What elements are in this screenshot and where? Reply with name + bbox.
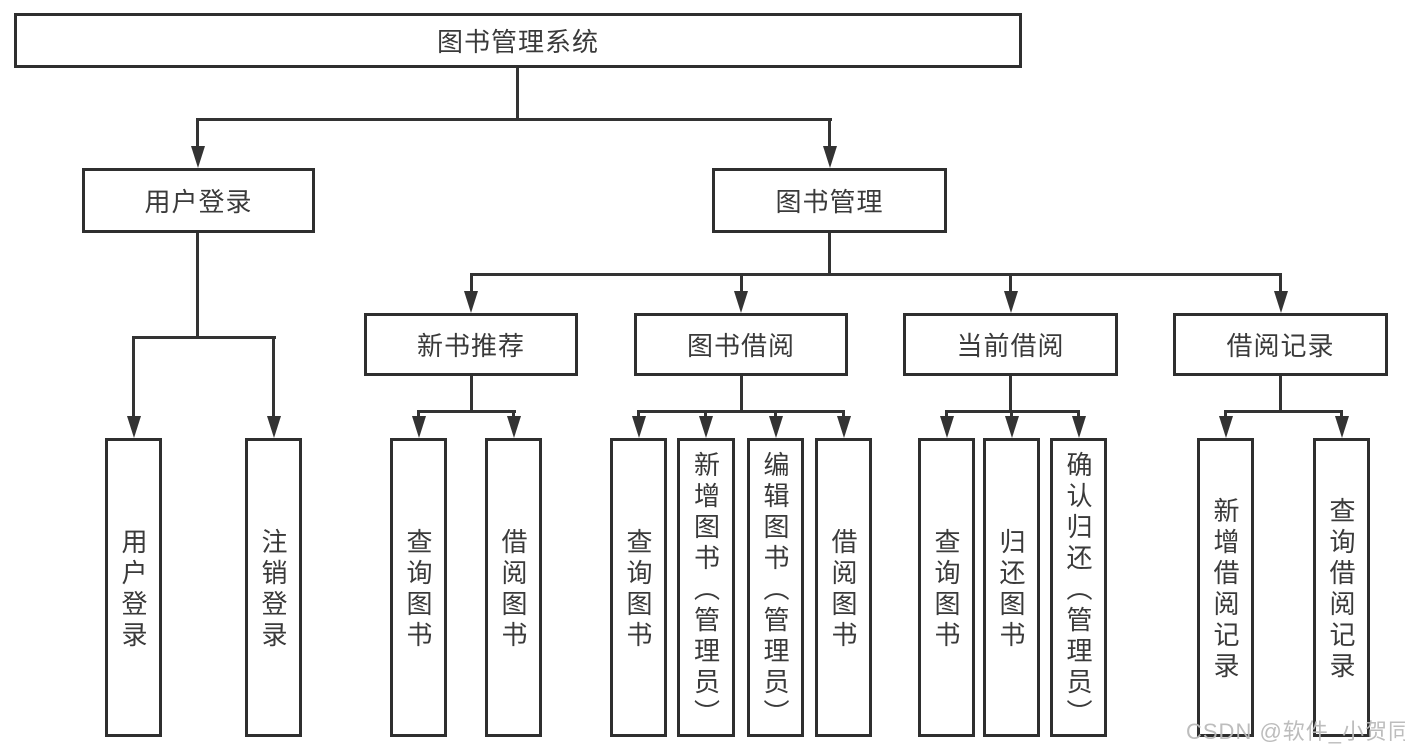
node-borrow-records-label: 借阅记录 [1226, 331, 1335, 361]
node-user-login-label: 用户登录 [144, 187, 253, 217]
connector-l2-split [470, 273, 1282, 276]
node-book-management-label: 图书管理 [775, 187, 884, 217]
connector-l1-split [196, 118, 832, 121]
arrowhead-leaf-return-books [1005, 416, 1019, 438]
node-current-borrow: 当前借阅 [903, 313, 1118, 376]
arrowhead-current-borrow [1004, 291, 1018, 313]
node-new-book-recommend: 新书推荐 [364, 313, 578, 376]
node-book-management: 图书管理 [712, 168, 947, 233]
leaf-query-borrow-record: 查询借阅记录 [1313, 438, 1370, 737]
arrowhead-leaf-logout [267, 416, 281, 438]
leaf-query-books-current-label: 查询图书 [931, 528, 961, 652]
leaf-user-login-label: 用户登录 [118, 528, 148, 652]
leaf-query-books-current: 查询图书 [918, 438, 975, 737]
connector-user-split [132, 336, 276, 339]
connector-user-stem [196, 233, 199, 336]
leaf-add-books-admin-label: 新增图书（管理员） [690, 450, 721, 730]
leaf-borrow-books-recommend-label: 借阅图书 [498, 528, 528, 652]
leaf-query-books-recommend: 查询图书 [390, 438, 447, 737]
connector-current-drop-1 [945, 410, 948, 416]
node-root-label: 图书管理系统 [436, 27, 599, 57]
connector-bookborrow-split [637, 410, 845, 413]
leaf-logout: 注销登录 [245, 438, 302, 737]
csdn-watermark: CSDN @软件_小贺同学 [1186, 719, 1405, 744]
connector-bookborrow-drop-4 [842, 410, 845, 416]
arrowhead-leaf-user-login [127, 416, 141, 438]
arrowhead-book-borrow [734, 291, 748, 313]
arrowhead-leaf-query-record [1335, 416, 1349, 438]
arrowhead-leaf-edit-books [769, 416, 783, 438]
leaf-borrow-books-recommend: 借阅图书 [485, 438, 542, 737]
connector-book-stem [828, 233, 831, 273]
leaf-borrow-books-label: 借阅图书 [828, 528, 858, 652]
connector-current-drop-3 [1077, 410, 1080, 416]
leaf-borrow-books: 借阅图书 [815, 438, 872, 737]
arrowhead-leaf-add-record [1219, 416, 1233, 438]
connector-user-drop-1 [132, 336, 135, 416]
connector-recommend-split [417, 410, 516, 413]
connector-l1-drop-left [196, 118, 199, 146]
arrowhead-leaf-borrow-books [837, 416, 851, 438]
node-new-book-recommend-label: 新书推荐 [416, 331, 525, 361]
connector-records-split [1224, 410, 1343, 413]
arrowhead-leaf-borrow-recommend [507, 416, 521, 438]
node-root: 图书管理系统 [14, 13, 1022, 68]
leaf-return-books-label: 归还图书 [996, 528, 1026, 652]
leaf-return-books: 归还图书 [983, 438, 1040, 737]
connector-l2-drop-4 [1279, 273, 1282, 291]
leaf-edit-books-admin-label: 编辑图书（管理员） [760, 450, 790, 730]
node-current-borrow-label: 当前借阅 [956, 331, 1065, 361]
connector-recommend-drop-1 [417, 410, 420, 416]
connector-records-stem [1279, 376, 1282, 410]
connector-l2-drop-1 [470, 273, 473, 291]
connector-records-drop-1 [1224, 410, 1227, 416]
connector-current-drop-2 [1010, 410, 1013, 416]
connector-l2-drop-3 [1009, 273, 1012, 291]
connector-records-drop-2 [1340, 410, 1343, 416]
arrowhead-leaf-query-current [940, 416, 954, 438]
arrowhead-leaf-add-books [699, 416, 713, 438]
leaf-query-borrow-record-label: 查询借阅记录 [1326, 497, 1356, 683]
leaf-logout-label: 注销登录 [258, 528, 288, 652]
connector-recommend-drop-2 [512, 410, 515, 416]
connector-root-stem [516, 68, 519, 118]
node-borrow-records: 借阅记录 [1173, 313, 1388, 376]
connector-user-drop-2 [272, 336, 275, 416]
leaf-confirm-return-admin-label: 确认归还（管理员） [1063, 450, 1093, 730]
arrowhead-new-book-recommend [464, 291, 478, 313]
connector-bookborrow-drop-1 [637, 410, 640, 416]
connector-bookborrow-stem [740, 376, 743, 410]
node-book-borrow-label: 图书借阅 [686, 331, 795, 361]
arrowhead-user-login [191, 146, 205, 168]
arrowhead-leaf-confirm-return [1072, 416, 1086, 438]
connector-bookborrow-drop-3 [774, 410, 777, 416]
arrowhead-borrow-records [1274, 291, 1288, 313]
leaf-confirm-return-admin: 确认归还（管理员） [1050, 438, 1107, 737]
connector-l1-drop-right [828, 118, 831, 146]
leaf-add-books-admin: 新增图书（管理员） [677, 438, 735, 737]
leaf-add-borrow-record-label: 新增借阅记录 [1210, 497, 1240, 683]
leaf-query-books-borrow: 查询图书 [610, 438, 667, 737]
leaf-user-login: 用户登录 [105, 438, 162, 737]
node-book-borrow: 图书借阅 [634, 313, 848, 376]
connector-bookborrow-drop-2 [704, 410, 707, 416]
leaf-query-books-borrow-label: 查询图书 [623, 528, 653, 652]
leaf-edit-books-admin: 编辑图书（管理员） [747, 438, 804, 737]
arrowhead-leaf-query-borrow [632, 416, 646, 438]
leaf-add-borrow-record: 新增借阅记录 [1197, 438, 1254, 737]
arrowhead-leaf-query-recommend [412, 416, 426, 438]
leaf-query-books-recommend-label: 查询图书 [403, 528, 433, 652]
connector-current-stem [1009, 376, 1012, 410]
connector-recommend-stem [470, 376, 473, 410]
arrowhead-book-management [823, 146, 837, 168]
connector-l2-drop-2 [740, 273, 743, 291]
node-user-login: 用户登录 [82, 168, 315, 233]
